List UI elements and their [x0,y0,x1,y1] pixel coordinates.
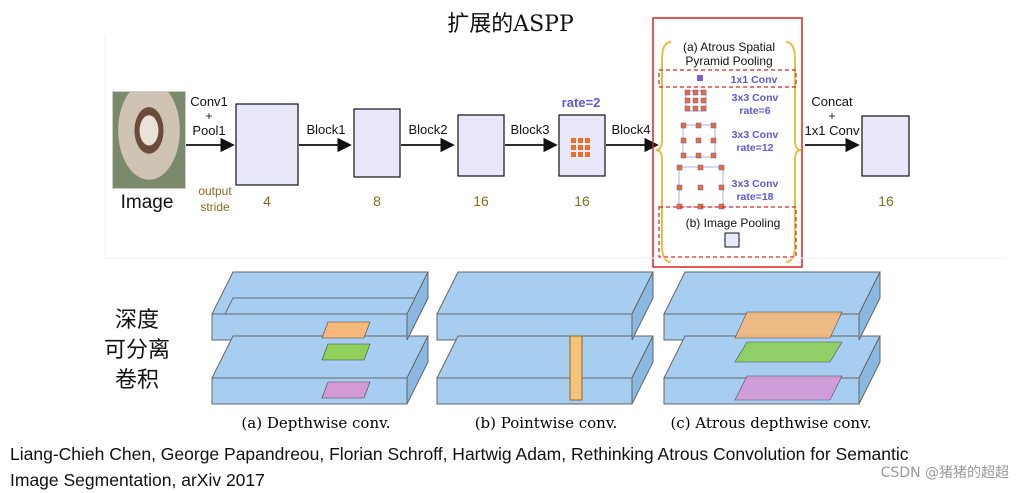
plus-label: + [205,109,212,123]
concat-label: Concat [811,94,853,109]
conv1x1-kernel [697,75,703,81]
rate12-conv: 3x3 Conv [732,129,779,141]
depthwise-diagram [211,271,429,405]
cat-image [112,91,186,189]
caption-pointwise: (b) Pointwise conv. [475,414,618,432]
side-label-line: 卷积 [114,368,159,393]
block4-label: Block4 [611,122,650,137]
rate18-kernel [676,164,725,210]
stride-value: 16 [473,193,489,209]
caption-depthwise: (a) Depthwise conv. [241,414,390,432]
side-label-line: 可分离 [103,338,170,363]
image-label: Image [121,192,174,213]
concat-plus: + [828,109,835,123]
right-brace [785,41,802,263]
stride-value: 16 [574,193,590,209]
stride-label-2: stride [200,200,230,214]
side-label-line: 深度 [114,308,159,333]
rate6-kernel [684,89,707,112]
image-pooling-box [724,232,740,248]
aspp-title-2: Pyramid Pooling [685,54,772,68]
final-stride-value: 16 [878,193,894,209]
stride-value: 8 [373,193,381,209]
citation-line: Liang-Chieh Chen, George Papandreou, Flo… [10,444,909,464]
conv1-label: Conv1 [190,94,228,109]
output-box [861,115,910,177]
stride-value: 4 [263,193,271,209]
block1-box [353,108,401,178]
watermark: CSDN @猪猪的超超 [880,465,1009,481]
rate12-value: rate=12 [736,142,773,154]
atrous-depthwise-diagram [663,271,881,405]
block2-box [457,114,505,177]
side-label: 深度 可分离 卷积 [92,306,182,396]
citation: Liang-Chieh Chen, George Papandreou, Flo… [10,441,1020,493]
rate6-conv: 3x3 Conv [732,92,779,104]
pool1-label: Pool1 [192,123,225,138]
block3-label: Block3 [510,122,549,137]
rate12-kernel [680,122,717,159]
block1-label: Block1 [306,122,345,137]
citation-line: Image Segmentation, arXiv 2017 [10,470,265,490]
left-brace [655,41,672,263]
concat-conv: 1x1 Conv [805,123,860,138]
image-pooling-dashbox [658,206,797,258]
rate18-value: rate=18 [736,191,773,203]
aspp-title-1: (a) Atrous Spatial [683,40,775,54]
stride-label-1: output [198,184,232,198]
rate2-label: rate=2 [562,95,601,110]
rate2-kernel-grid [571,138,590,157]
pointwise-diagram [436,271,654,405]
aspp-outline [652,17,803,268]
rate6-value: rate=6 [739,105,770,117]
slide-title: 扩展的ASPP [447,12,574,37]
network-pipeline: Image Conv1 + Pool1 output stride 4 Bloc… [121,17,910,268]
rate18-conv: 3x3 Conv [732,178,779,190]
stage-box-1 [235,103,299,186]
conv1x1-label: 1x1 Conv [731,74,778,86]
image-pooling-label: (b) Image Pooling [686,216,781,230]
caption-atrous-depthwise: (c) Atrous depthwise conv. [670,414,871,432]
block2-label: Block2 [408,122,447,137]
